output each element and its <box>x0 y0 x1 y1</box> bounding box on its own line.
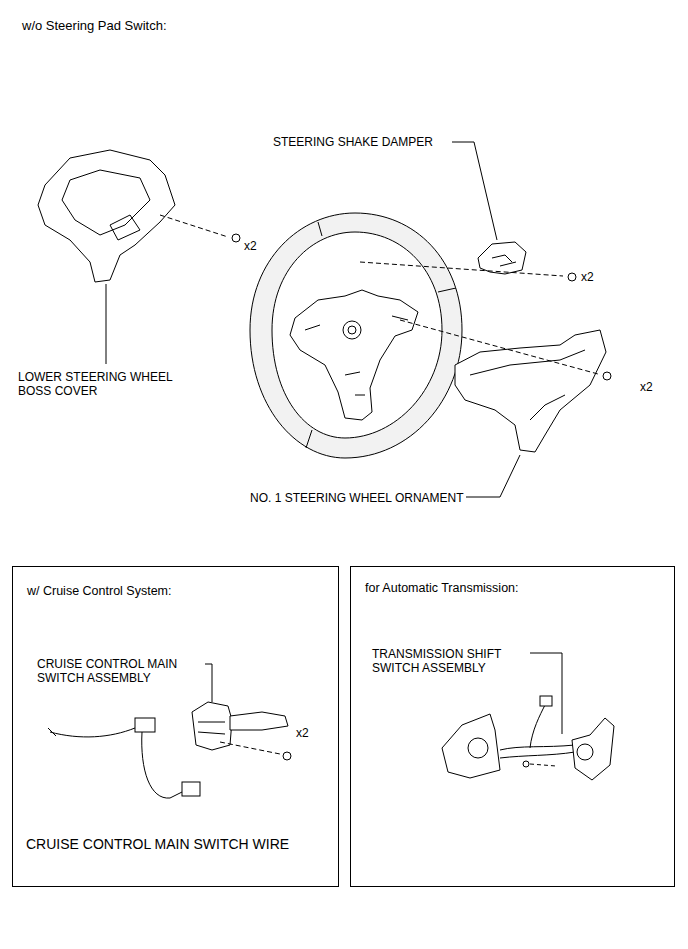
boss-cover-inner <box>62 170 150 240</box>
panel-heading: w/ Cruise Control System: <box>27 584 171 600</box>
switch-stalk <box>230 712 288 730</box>
damper-detail <box>492 255 516 266</box>
no1-steering-wheel-ornament <box>455 330 606 452</box>
hub-detail <box>305 316 408 395</box>
leader-line <box>452 142 497 240</box>
cruise-control-main-switch-wire <box>142 732 182 798</box>
wire-connector <box>182 782 200 796</box>
quantity-note: x2 <box>640 380 653 394</box>
dashed-line <box>220 742 280 754</box>
dashed-line <box>400 320 598 374</box>
part-name: CRUISE CONTROL MAIN SWITCH WIRE <box>26 836 289 853</box>
paddle-switch <box>468 738 488 758</box>
steering-wheel-hub <box>290 290 418 420</box>
hub-bolt-inner <box>348 326 356 334</box>
ornament-inner <box>470 350 585 420</box>
leader-line <box>106 284 107 364</box>
variant-panel: for Automatic Transmission: TRANSMISSION … <box>350 566 675 887</box>
left-paddle <box>442 714 500 778</box>
wire-connector <box>540 696 552 706</box>
transmission-shift-switch-wire <box>500 705 575 758</box>
wire-end <box>48 728 56 736</box>
screw <box>232 234 240 242</box>
wire-connector <box>135 718 155 732</box>
section-heading: w/o Steering Pad Switch: <box>22 18 167 34</box>
screw <box>523 761 529 767</box>
hub-bolt <box>343 321 361 339</box>
cruise-control-main-switch-wire <box>50 728 135 737</box>
leader-line <box>466 455 520 497</box>
part-name: LOWER STEERING WHEEL BOSS COVER <box>18 370 198 398</box>
part-name: NO. 1 STEERING WHEEL ORNAMENT <box>250 491 464 505</box>
switch-detail <box>198 722 225 734</box>
dashed-line <box>530 764 556 766</box>
screw <box>568 273 576 281</box>
dashed-line <box>360 262 563 276</box>
leader-line <box>205 664 212 702</box>
right-paddle <box>572 718 614 780</box>
quantity-note: x2 <box>296 726 309 740</box>
quantity-note: x2 <box>244 239 257 253</box>
screw <box>603 372 611 380</box>
cruise-control-main-switch <box>192 702 232 750</box>
part-name: TRANSMISSION SHIFT SWITCH ASSEMBLY <box>372 647 530 675</box>
leader-line <box>530 653 562 734</box>
steering-wheel-rim <box>250 213 462 458</box>
steering-shake-damper <box>478 242 526 274</box>
paddle-switch <box>577 744 593 760</box>
quantity-note: x2 <box>581 270 594 284</box>
variant-panel: w/ Cruise Control System: CRUISE CONTROL … <box>12 566 339 887</box>
screw <box>283 752 291 760</box>
lower-boss-cover <box>38 150 175 282</box>
part-name: STEERING SHAKE DAMPER <box>273 135 433 149</box>
part-name: CRUISE CONTROL MAIN SWITCH ASSEMBLY <box>37 657 207 685</box>
panel-heading: for Automatic Transmission: <box>365 581 519 597</box>
dashed-line <box>160 215 228 237</box>
